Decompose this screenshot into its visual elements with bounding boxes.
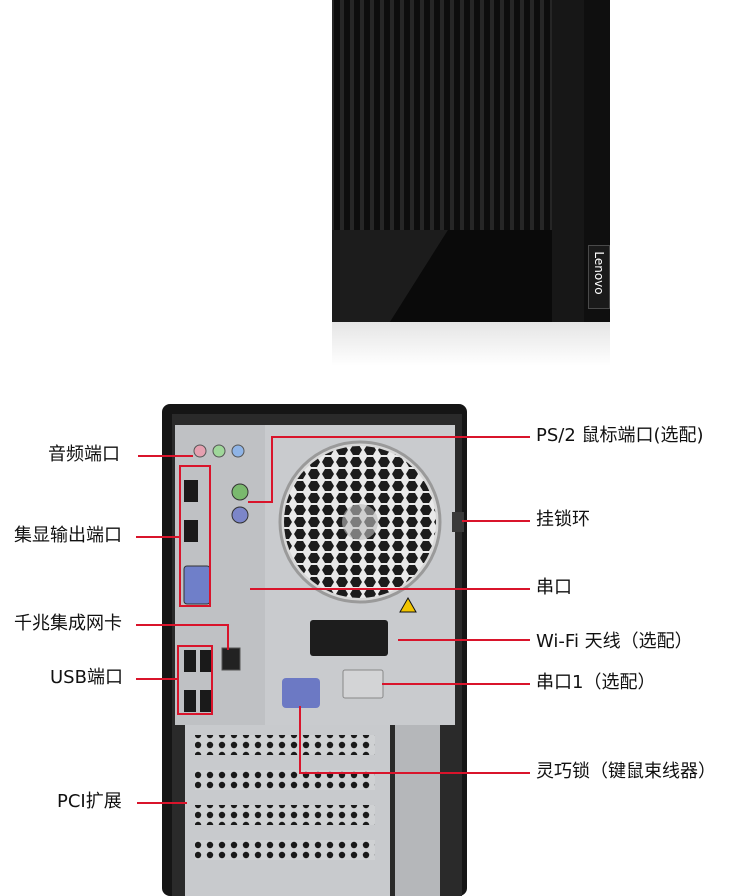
line-ps2-h2 bbox=[248, 501, 273, 503]
serial-port bbox=[310, 620, 388, 656]
usb-port-1 bbox=[184, 650, 196, 672]
label-gigabit-lan: 千兆集成网卡 bbox=[14, 613, 122, 634]
lenovo-logo: Lenovo bbox=[588, 245, 610, 309]
rear-tower bbox=[162, 404, 467, 896]
line-lan-h1 bbox=[136, 624, 228, 626]
label-display-output: 集显输出端口 bbox=[14, 525, 122, 546]
label-ps2-mouse: PS/2 鼠标端口(选配) bbox=[536, 425, 704, 446]
label-wifi-antenna: Wi-Fi 天线（选配） bbox=[536, 631, 693, 652]
label-usb-ports: USB端口 bbox=[50, 667, 123, 688]
line-pci bbox=[137, 802, 187, 804]
ps2-keyboard-port bbox=[231, 506, 249, 524]
usb-port-4 bbox=[200, 690, 212, 712]
vga-port bbox=[183, 565, 211, 605]
usb-port-3 bbox=[184, 690, 196, 712]
line-smartlock-v bbox=[299, 706, 301, 773]
front-grille bbox=[332, 0, 552, 230]
audio-jack-green bbox=[212, 444, 226, 458]
smart-lock bbox=[282, 678, 320, 708]
audio-jack-pink bbox=[193, 444, 207, 458]
label-serial-port: 串口 bbox=[536, 577, 572, 598]
line-display bbox=[136, 536, 180, 538]
lenovo-logo-text: Lenovo bbox=[592, 251, 606, 295]
label-audio-ports: 音频端口 bbox=[48, 444, 120, 465]
warning-icon bbox=[399, 596, 417, 613]
line-wifi bbox=[398, 639, 530, 641]
line-lan-v bbox=[227, 624, 229, 650]
line-serial1 bbox=[382, 683, 530, 685]
label-serial-port-1: 串口1（选配） bbox=[536, 672, 656, 693]
audio-jack-blue bbox=[231, 444, 245, 458]
display-port-highlight bbox=[179, 465, 211, 607]
usb-port-2 bbox=[200, 650, 212, 672]
label-smart-lock: 灵巧锁（键鼠束线器） bbox=[536, 761, 716, 782]
hdmi-port bbox=[184, 520, 198, 542]
line-ps2-v bbox=[271, 436, 273, 502]
line-smartlock-h bbox=[299, 772, 530, 774]
line-padlock bbox=[462, 520, 530, 522]
front-tower bbox=[332, 0, 610, 366]
displayport-port bbox=[184, 480, 198, 502]
padlock-ring bbox=[452, 512, 464, 532]
lan-port bbox=[221, 647, 241, 671]
line-audio bbox=[138, 455, 193, 457]
line-serial bbox=[250, 588, 530, 590]
label-padlock-ring: 挂锁环 bbox=[536, 509, 590, 530]
line-ps2-h1 bbox=[272, 436, 530, 438]
label-pci-expansion: PCI扩展 bbox=[57, 791, 122, 812]
ps2-mouse-port bbox=[231, 483, 249, 501]
serial-port-1-cover bbox=[342, 669, 384, 699]
usb-port-highlight bbox=[177, 645, 213, 715]
line-usb bbox=[136, 678, 178, 680]
reflection bbox=[332, 322, 610, 366]
